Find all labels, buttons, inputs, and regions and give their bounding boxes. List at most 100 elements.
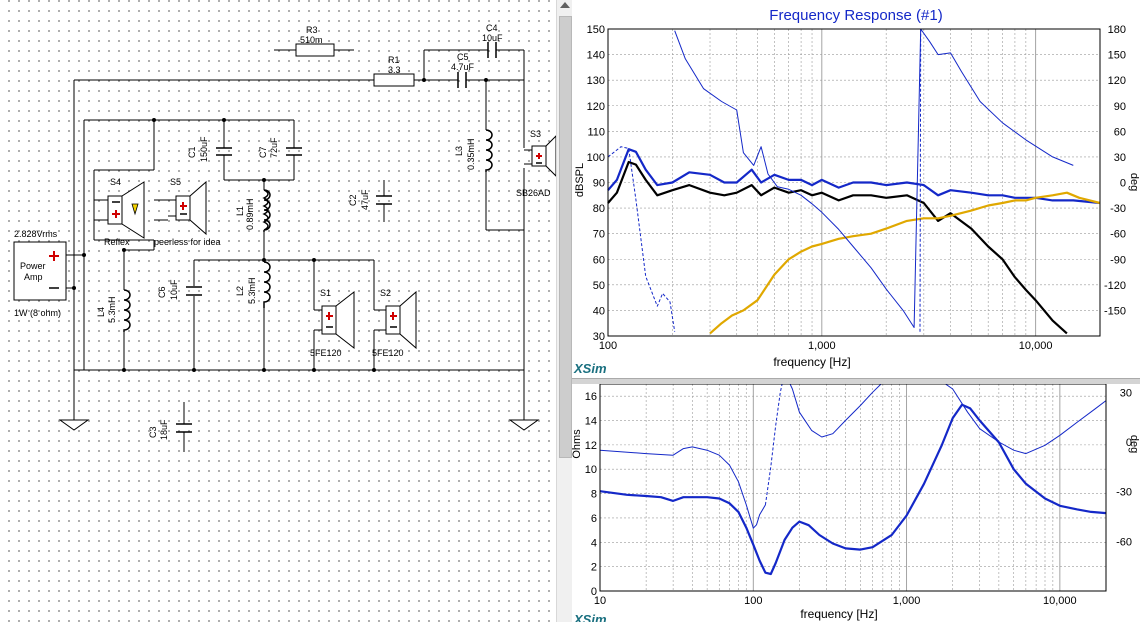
c5-capacitor[interactable] [457,72,467,88]
y-left-tick-label: 30 [593,331,605,343]
imp-x-axis-label: frequency [Hz] [800,607,877,621]
l1-inductor[interactable] [262,189,269,231]
c3-capacitor[interactable] [176,423,192,433]
s1-speaker[interactable] [321,290,355,350]
x-tick-label: 1,000 [893,595,921,607]
c5-name: C5 [457,52,469,62]
freq-x-axis-label: frequency [Hz] [773,355,850,369]
y-left-tick-label: 16 [585,391,597,403]
s5-speaker[interactable] [175,180,207,236]
amp-line2: Amp [24,272,43,282]
y-left-tick-label: 10 [585,464,597,476]
x-tick-label: 10 [594,595,606,607]
r1-resistor[interactable] [373,73,415,87]
c1-value: 150uF [199,136,209,162]
y-right-tick-label: 150 [1108,50,1126,62]
y-right-tick-label: -60 [1116,536,1132,548]
y-right-tick-label: -150 [1104,305,1126,317]
y-left-tick-label: 140 [587,50,605,62]
series-line-1 [599,446,766,529]
y-left-tick-label: 8 [591,489,597,501]
c6-capacitor[interactable] [186,286,202,296]
c4-capacitor[interactable] [487,42,497,58]
chart-title: Frequency Response (#1) [769,7,942,24]
scroll-up-arrow-icon[interactable] [560,2,570,8]
c7-name: C7 [258,146,268,158]
y-right-tick-label: 0 [1120,178,1126,190]
imp-y-left-label: Ohms [572,429,583,459]
s5-label: peerless for idea [154,237,221,247]
frequency-response-chart[interactable]: Frequency Response (#1) 150 140 130 120 110 1… [572,0,1140,378]
imp-x-ticks: 10 100 1,000 10,000 [594,595,1077,607]
s1-label: 5FE120 [310,348,342,358]
c4-value: 10uF [482,33,503,43]
c7-capacitor[interactable] [286,147,302,156]
series-line-3 [607,146,676,332]
s4-speaker[interactable] [107,181,145,239]
y-left-tick-label: 150 [587,24,605,36]
y-left-tick-label: 4 [591,537,597,549]
series-line-2 [764,384,783,505]
schematic-wires [66,49,525,452]
schematic-drawing: R3 510m R1 3.3 C4 10uF C5 4.7uF C [13,23,557,452]
ground-left[interactable] [58,419,90,431]
c3-value: 18uF [159,419,169,440]
c1-capacitor[interactable] [216,147,232,156]
s3-speaker[interactable] [531,134,557,178]
c2-name: C2 [348,194,358,206]
s2-name: S2 [380,288,391,298]
y-right-tick-label: -30 [1110,203,1126,215]
amp-line1: Power [20,261,46,271]
l3-inductor[interactable] [485,129,493,172]
y-right-tick-label: 0 [1126,437,1132,449]
imp-plot-series [599,384,1107,576]
y-left-tick-label: 120 [587,101,605,113]
c1-name: C1 [187,146,197,158]
l4-value: 5.3mH [107,296,117,323]
imp-plot-frame [599,384,1107,592]
amp-voltage-label: 2.828Vrms [14,229,58,239]
schematic-vertical-scrollbar[interactable] [556,0,573,622]
r3-resistor[interactable] [295,43,335,57]
scrollbar-thumb[interactable] [559,16,572,458]
c3-name: C3 [148,426,158,438]
y-left-tick-label: 2 [591,562,597,574]
xsim-brand-top: XSim [573,361,607,376]
ground-right[interactable] [508,419,540,431]
c6-name: C6 [157,286,167,298]
schematic-canvas[interactable]: R3 510m R1 3.3 C4 10uF C5 4.7uF C [0,0,557,622]
l1-coil [263,189,271,232]
y-left-tick-label: 14 [585,416,597,428]
y-left-tick-label: 110 [587,126,605,138]
l2-inductor[interactable] [263,261,271,308]
y-left-tick-label: 0 [591,586,597,598]
y-left-tick-label: 130 [587,75,605,87]
c2-capacitor[interactable] [376,195,392,205]
l3-name: L3 [454,146,464,156]
power-amp[interactable] [13,241,67,301]
x-tick-label: 100 [744,595,762,607]
l4-name: L4 [96,307,106,317]
x-tick-label: 10,000 [1019,340,1053,352]
amp-power-label: 1W (8 ohm) [14,308,61,318]
x-tick-label: 10,000 [1043,595,1077,607]
r3-value: 510m [300,35,323,45]
y-left-tick-label: 100 [587,152,605,164]
junction-dots [72,78,488,372]
xsim-brand-bottom: XSim [573,612,607,622]
y-right-tick-label: -90 [1110,254,1126,266]
series-line-0 [607,148,1101,205]
c4-name: C4 [486,23,498,33]
imp-y-right-ticks: 300-30-60 [1116,387,1132,548]
c7-value: 72uF [269,137,279,158]
l3-value: 0.35mH [466,138,476,170]
s2-speaker[interactable] [385,290,417,350]
s4-name: S4 [110,177,121,187]
l4-inductor[interactable] [123,289,131,332]
series-line-4 [919,28,922,332]
freq-plot-frame [607,28,1101,337]
